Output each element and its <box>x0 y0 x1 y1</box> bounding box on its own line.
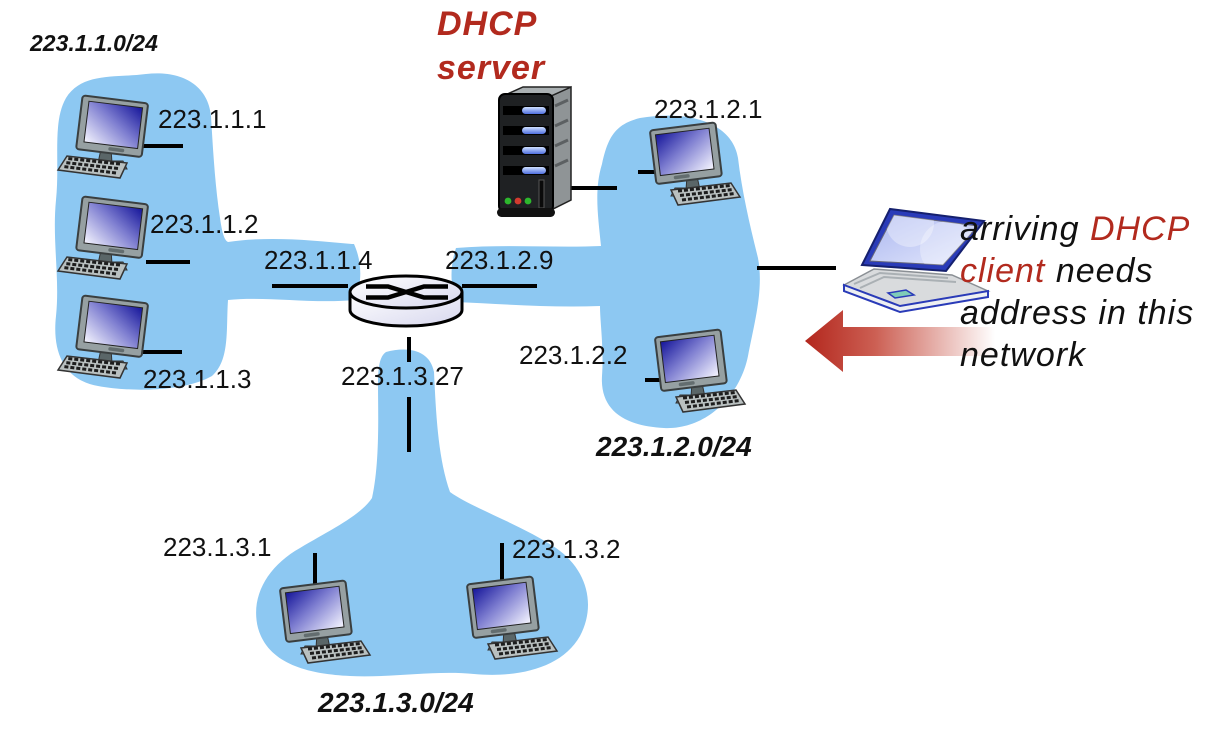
router-if-223-1-2-9-label: 223.1.2.9 <box>445 245 554 275</box>
host-223-1-2-2-label: 223.1.2.2 <box>519 340 628 370</box>
annotation-line2-red: client <box>960 252 1046 290</box>
host-223-1-1-1-label: 223.1.1.1 <box>158 104 267 134</box>
left-arrow-icon <box>805 310 1005 372</box>
router-if-223-1-1-4-label: 223.1.1.4 <box>264 245 373 275</box>
dhcp-server-title-line2: server <box>437 49 546 87</box>
host-223-1-3-2-label: 223.1.3.2 <box>512 534 621 564</box>
annotation-line2: client needs <box>960 250 1230 292</box>
arriving-client-annotation: arriving DHCP client needs address in th… <box>960 208 1230 376</box>
host-223-1-2-1-label: 223.1.2.1 <box>654 94 763 124</box>
annotation-line2-black: needs <box>1045 252 1154 290</box>
dhcp-server-title-line1: DHCP <box>437 5 538 43</box>
router-if-223-1-3-27-label: 223.1.3.27 <box>341 361 464 391</box>
annotation-line4: network <box>960 336 1087 374</box>
annotation-line1-red: DHCP <box>1089 210 1191 248</box>
server-tower-icon <box>495 85 573 219</box>
subnet1-cidr-label: 223.1.1.0/24 <box>30 30 158 56</box>
host-223-1-3-1-label: 223.1.3.1 <box>163 532 272 562</box>
annotation-line3: address in this <box>960 294 1195 332</box>
subnet3-cidr-label: 223.1.3.0/24 <box>318 687 474 718</box>
host-223-1-1-3-label: 223.1.1.3 <box>143 364 252 394</box>
annotation-line1: arriving DHCP <box>960 208 1230 250</box>
dhcp-server-title: DHCP server <box>437 2 545 90</box>
annotation-line1-black: arriving <box>960 210 1090 248</box>
host-223-1-1-2-label: 223.1.1.2 <box>150 209 259 239</box>
subnet2-cidr-label: 223.1.2.0/24 <box>596 431 752 462</box>
router-icon <box>350 276 462 326</box>
